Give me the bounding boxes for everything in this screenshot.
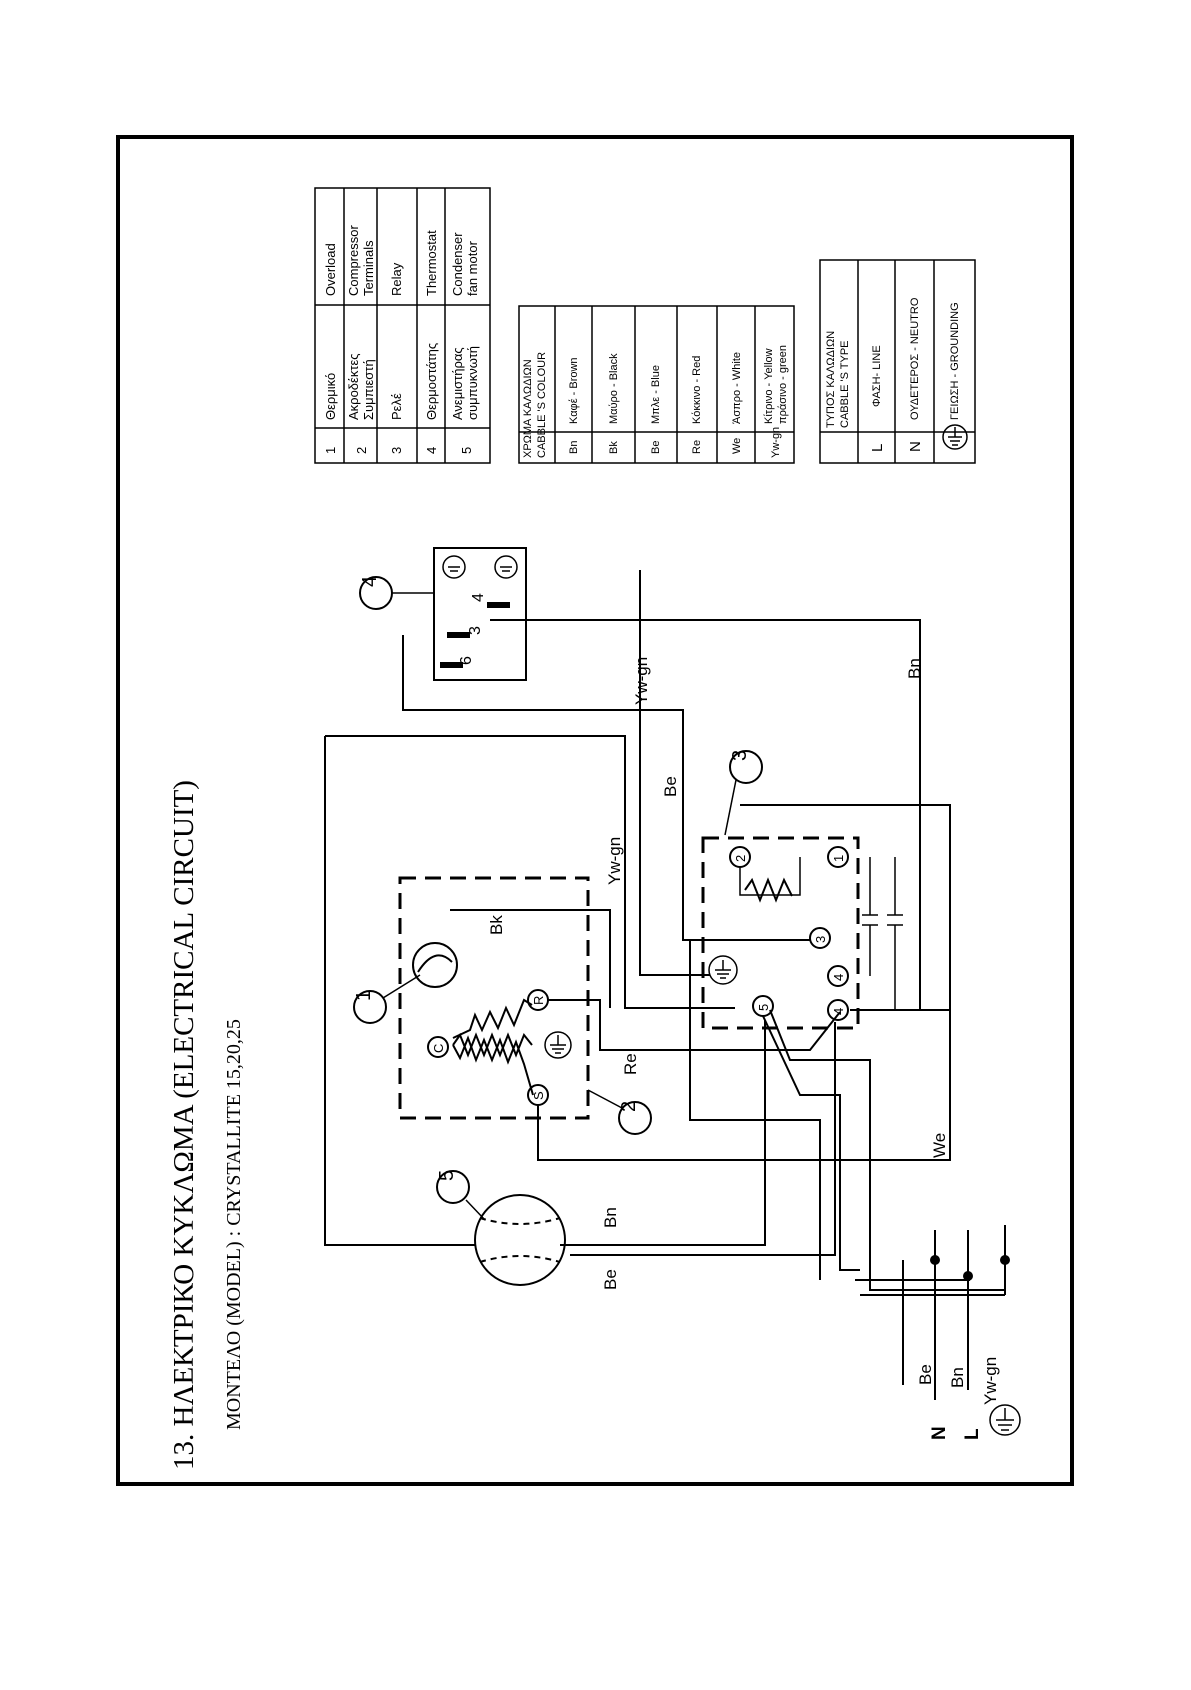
supply-wire-be: Be	[916, 1364, 935, 1385]
comp-en-1: Overload	[323, 243, 338, 296]
type-header-en: CABBLE 'S TYPE	[839, 341, 851, 429]
components-table: 1 Θερμικό Overload 2 Ακροδέκτες Συμπιεστ…	[314, 187, 491, 464]
supply-label-l: L	[962, 1428, 983, 1440]
comp-gr-3: Ρελέ	[389, 393, 404, 420]
supply-label-n: N	[929, 1426, 950, 1440]
wire-label-ywgn-1: Yw-gn	[605, 837, 624, 885]
relay-terminal-3: 3	[813, 936, 828, 943]
relay-terminal-4a: 4	[831, 974, 846, 981]
colour-desc-bk: Μαύρο - Black	[608, 353, 620, 424]
comp-gr-2a: Ακροδέκτες	[346, 353, 361, 420]
callout-3-label: 3	[729, 750, 751, 761]
type-code-n: N	[907, 441, 924, 452]
colour-desc-ywgn-a: Κίτρινο - Yellow	[763, 348, 775, 424]
type-desc-ground: ΓΕΙΩΣΗ - GROUNDING	[949, 302, 961, 420]
thermostat-terminal-4: 4	[470, 593, 487, 602]
comp-num-1: 1	[323, 447, 338, 454]
colour-header-en: CABBLE 'S COLOUR	[536, 352, 548, 458]
relay-terminal-5: 5	[756, 1004, 771, 1011]
callout-5	[436, 1170, 470, 1204]
comp-en-4: Thermostat	[424, 230, 439, 296]
compressor-box	[398, 876, 590, 1120]
comp-gr-2b: Συμπιεστή	[361, 359, 376, 420]
comp-en-5b: fan motor	[465, 240, 480, 296]
wire-label-bn-right: Bn	[905, 658, 924, 679]
type-header-gr: ΤΥΠΟΣ ΚΑΛΩΔΙΩΝ	[825, 331, 837, 428]
thermostat-terminal-6: 6	[458, 656, 475, 665]
relay-terminal-2: 2	[733, 855, 748, 862]
comp-num-4: 4	[424, 447, 439, 454]
callout-5-label: 5	[436, 1170, 458, 1181]
model-label: ΜΟΝΤΕΛΟ (MODEL) : CRYSTALLITE 15,20,25	[223, 1019, 245, 1430]
comp-gr-5a: Ανεμιστήρας	[450, 347, 465, 420]
supply-ground-icon	[989, 1404, 1021, 1436]
page-title: 13. ΗΛΕΚΤΡΙΚΟ ΚΥΚΛΩΜΑ (ELECTRICAL CIRCUI…	[168, 780, 200, 1470]
wire-label-bk: Bk	[487, 915, 506, 935]
terminal-s: S	[531, 1091, 546, 1100]
comp-en-2a: Compressor	[346, 225, 361, 296]
wire-label-bn-fan: Bn	[601, 1207, 620, 1228]
colour-desc-we: Άσπρο - White	[731, 352, 743, 424]
compressor-ground-icon	[544, 1031, 572, 1059]
comp-num-2: 2	[354, 447, 369, 454]
type-desc-n: ΟΥΔΕΤΕΡΟΣ - NEUTRO	[909, 297, 921, 420]
colour-code-we: We	[731, 438, 743, 454]
callout-4-label: 4	[359, 576, 381, 587]
ground-icon	[942, 424, 968, 450]
comp-gr-1: Θερμικό	[323, 373, 338, 420]
terminal-c: C	[431, 1044, 446, 1053]
relay-box	[701, 836, 860, 1030]
comp-gr-5b: συμπυκνωτή	[465, 346, 480, 420]
wire-label-be-fan: Be	[601, 1269, 620, 1290]
thermostat-box	[433, 547, 527, 681]
colour-desc-re: Κόκκινο - Red	[691, 356, 703, 424]
comp-en-5a: Condenser	[450, 232, 465, 296]
supply-wire-bn: Bn	[948, 1367, 967, 1388]
callout-3	[729, 750, 763, 784]
wire-label-we: We	[930, 1133, 949, 1158]
relay-terminal-1: 1	[831, 855, 846, 862]
type-code-l: L	[869, 444, 886, 452]
wire-label-ywgn-2: Yw-gn	[632, 657, 651, 705]
thermostat-terminal-3: 3	[467, 626, 484, 635]
callout-2-label: 2	[618, 1101, 640, 1112]
thermostat-ground-icon-1	[442, 555, 466, 579]
thermostat-ground-icon-2	[494, 555, 518, 579]
supply-wire-ywgn: Yw-gn	[981, 1357, 1000, 1405]
colour-code-be: Be	[650, 441, 662, 454]
comp-gr-4: Θερμοστάτης	[424, 343, 439, 420]
callout-1	[353, 990, 387, 1024]
terminal-r: R	[531, 996, 546, 1005]
colour-desc-be: Μπλε - Blue	[650, 365, 662, 424]
colour-code-re: Re	[691, 440, 703, 454]
colour-desc-ywgn-b: πράσινο - green	[777, 345, 789, 424]
relay-ground-icon	[708, 955, 738, 985]
wire-label-re: Re	[621, 1053, 640, 1075]
comp-num-3: 3	[389, 447, 404, 454]
overload-symbol	[412, 942, 458, 988]
page-frame	[116, 135, 1074, 1486]
callout-2	[618, 1101, 652, 1135]
type-desc-l: ΦΑΣΗ- LINE	[871, 345, 883, 407]
fan-motor-symbol	[474, 1194, 566, 1286]
colour-code-ywgn: Yw-gn	[770, 427, 782, 458]
wiring: C R S 2 1 3 4 4 5	[324, 547, 1010, 1400]
comp-en-2b: Terminals	[361, 240, 376, 296]
callout-1-label: 1	[353, 990, 375, 1001]
colour-code-bn: Bn	[568, 441, 580, 454]
relay-terminal-4b: 4	[831, 1008, 846, 1015]
colour-header-gr: ΧΡΩΜΑ ΚΑΛΩΔΙΩΝ	[522, 359, 534, 458]
wire-label-be-mid: Be	[661, 776, 680, 797]
comp-en-3: Relay	[389, 262, 404, 296]
colour-table: ΧΡΩΜΑ ΚΑΛΩΔΙΩΝ CABBLE 'S COLOUR Bn Καφέ …	[518, 305, 795, 464]
colour-desc-bn: Καφέ - Brown	[568, 357, 580, 424]
cable-type-table: ΤΥΠΟΣ ΚΑΛΩΔΙΩΝ CABBLE 'S TYPE L ΦΑΣΗ- LI…	[819, 259, 976, 464]
comp-num-5: 5	[459, 447, 474, 454]
colour-code-bk: Bk	[608, 441, 620, 454]
